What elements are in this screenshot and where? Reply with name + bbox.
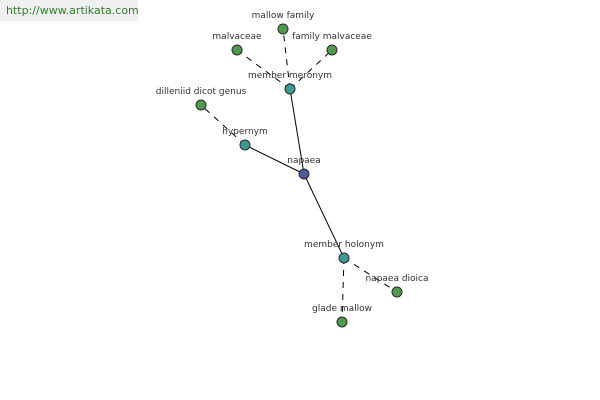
node-dot-member-holonym[interactable] [338,252,350,264]
node-label-hypernym: hypernym [222,127,268,137]
node-napaea[interactable]: napaea [287,156,321,180]
node-dot-napaea[interactable] [298,168,310,180]
edge-member-meronym-to-malvaceae [236,49,291,90]
node-member-holonym[interactable]: member holonym [304,240,384,264]
edge-member-holonym-to-napaea-dioica [343,257,398,293]
node-dot-member-meronym[interactable] [284,83,296,95]
node-label-family-malvaceae: family malvaceae [292,32,372,42]
node-napaea-dioica[interactable]: napaea dioica [365,274,429,298]
node-label-member-holonym: member holonym [304,240,384,250]
node-member-meronym[interactable]: member meronym [248,71,332,95]
node-hypernym[interactable]: hypernym [222,127,268,151]
edges-layer [200,28,398,323]
edge-napaea-to-member-meronym [289,88,305,175]
node-dot-napaea-dioica[interactable] [391,286,403,298]
node-dot-dilleniid-dicot-genus[interactable] [195,99,207,111]
edge-napaea-to-hypernym [244,144,305,175]
node-label-malvaceae: malvaceae [212,32,262,42]
node-label-glade-mallow: glade mallow [312,304,372,314]
node-dilleniid-dicot-genus[interactable]: dilleniid dicot genus [156,87,247,111]
node-dot-mallow-family[interactable] [277,23,289,35]
edge-member-meronym-to-mallow-family [282,28,291,90]
node-family-malvaceae[interactable]: family malvaceae [292,32,372,56]
node-dot-glade-mallow[interactable] [336,316,348,328]
node-malvaceae[interactable]: malvaceae [212,32,262,56]
node-label-napaea: napaea [287,156,321,166]
node-label-mallow-family: mallow family [252,11,315,21]
edge-hypernym-to-dilleniid-dicot-genus [200,104,246,146]
edge-napaea-to-member-holonym [303,173,345,259]
edge-member-holonym-to-glade-mallow [341,257,345,323]
source-url-banner[interactable]: http://www.artikata.com [0,0,139,21]
node-label-dilleniid-dicot-genus: dilleniid dicot genus [156,87,247,97]
node-mallow-family[interactable]: mallow family [252,11,315,35]
nodes-layer: napaea member meronym hypernym member holon… [156,11,429,328]
node-dot-malvaceae[interactable] [231,44,243,56]
node-dot-family-malvaceae[interactable] [326,44,338,56]
edge-member-meronym-to-family-malvaceae [289,49,333,90]
node-dot-hypernym[interactable] [239,139,251,151]
node-label-napaea-dioica: napaea dioica [365,274,428,284]
node-glade-mallow[interactable]: glade mallow [312,304,372,328]
node-label-member-meronym: member meronym [248,71,332,81]
